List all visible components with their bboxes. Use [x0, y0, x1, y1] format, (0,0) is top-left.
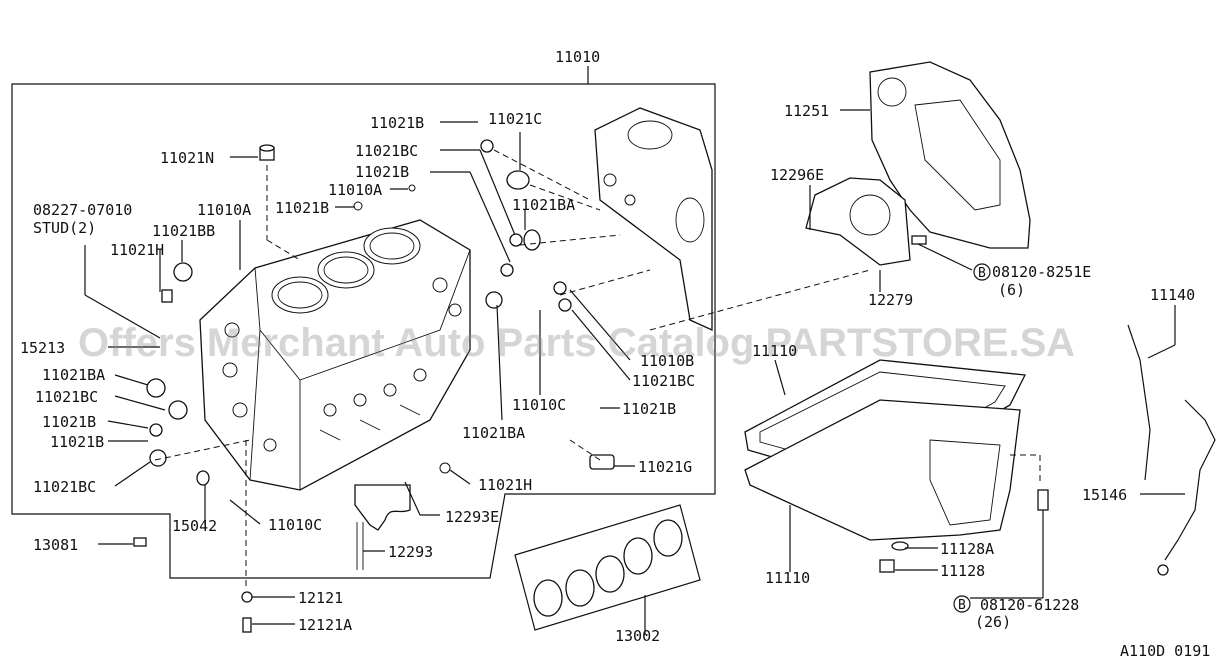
dipstick — [1127, 324, 1216, 576]
bolts — [133, 440, 253, 633]
oil-pan — [744, 399, 1049, 573]
block-rear-fragment — [594, 107, 713, 332]
label-12279: 12279 — [868, 291, 913, 309]
label-08227-07010: 08227-07010 — [33, 201, 132, 219]
bearing-cap — [354, 484, 411, 570]
label-11021h-bot: 11021H — [478, 476, 532, 494]
label-13002: 13002 — [615, 627, 660, 645]
label-11021bc-right: 11021BC — [632, 372, 695, 390]
label-11021ba-right: 11021BA — [512, 196, 575, 214]
label-11021n: 11021N — [160, 149, 214, 167]
label-11251: 11251 — [784, 102, 829, 120]
label-11010a-left: 11010A — [197, 201, 251, 219]
dashed-assembly-lines — [154, 149, 1041, 485]
label-11140: 11140 — [1150, 286, 1195, 304]
part-labels: 11010 11021B 11021C 11021BC 11021N 11021… — [20, 48, 1210, 660]
label-12293: 12293 — [388, 543, 433, 561]
label-11128a: 11128A — [940, 540, 994, 558]
label-15042: 15042 — [172, 517, 217, 535]
label-11010: 11010 — [555, 48, 600, 66]
label-11021bc-top: 11021BC — [355, 142, 418, 160]
label-13081: 13081 — [33, 536, 78, 554]
label-11021b-right: 11021B — [622, 400, 676, 418]
label-11010c-bot: 11010C — [268, 516, 322, 534]
label-11021b-l2: 11021B — [50, 433, 104, 451]
label-08120-8251e: 08120-8251E — [992, 263, 1091, 281]
label-15146: 15146 — [1082, 486, 1127, 504]
label-11021bb: 11021BB — [152, 222, 215, 240]
label-11021c: 11021C — [488, 110, 542, 128]
circled-b-2: B — [958, 598, 966, 613]
label-11021bc-left: 11021BC — [35, 388, 98, 406]
plugs — [146, 139, 615, 486]
label-11021ba-bot: 11021BA — [462, 424, 525, 442]
label-11110-top: 11110 — [752, 342, 797, 360]
label-11021h-top: 11021H — [110, 241, 164, 259]
circled-b-1: B — [978, 266, 986, 281]
label-11010b: 11010B — [640, 352, 694, 370]
label-11010a-top: 11010A — [328, 181, 382, 199]
label-11021ba-left: 11021BA — [42, 366, 105, 384]
label-15213: 15213 — [20, 339, 65, 357]
label-12293e: 12293E — [445, 508, 499, 526]
label-11021b-left: 11021B — [275, 199, 329, 217]
label-stud: STUD(2) — [33, 219, 96, 237]
bearing-set — [514, 504, 701, 631]
label-08120-61228: 08120-61228 — [980, 596, 1079, 614]
label-qty-26: (26) — [975, 613, 1011, 631]
circled-b-markers: B B — [953, 263, 991, 613]
drawing-code: A110D 0191 — [1120, 642, 1210, 660]
label-11021b-l1: 11021B — [42, 413, 96, 431]
label-11128: 11128 — [940, 562, 985, 580]
watermark-text: Offers Merchant Auto Parts Catalog PARTS… — [78, 321, 1075, 365]
leader-lines — [84, 109, 1185, 635]
label-12296e: 12296E — [770, 166, 824, 184]
label-11021bc-bot: 11021BC — [33, 478, 96, 496]
block-group-frame — [11, 83, 716, 579]
rear-plate — [869, 61, 1031, 249]
label-11021b-top: 11021B — [370, 114, 424, 132]
label-12121a: 12121A — [298, 616, 352, 634]
label-11021b-mid: 11021B — [355, 163, 409, 181]
label-11110-bot: 11110 — [765, 569, 810, 587]
seal-retainer — [805, 177, 927, 266]
cylinder-block — [199, 219, 471, 491]
label-11021g: 11021G — [638, 458, 692, 476]
label-11010c-right: 11010C — [512, 396, 566, 414]
label-qty-6: (6) — [998, 281, 1025, 299]
label-12121: 12121 — [298, 589, 343, 607]
